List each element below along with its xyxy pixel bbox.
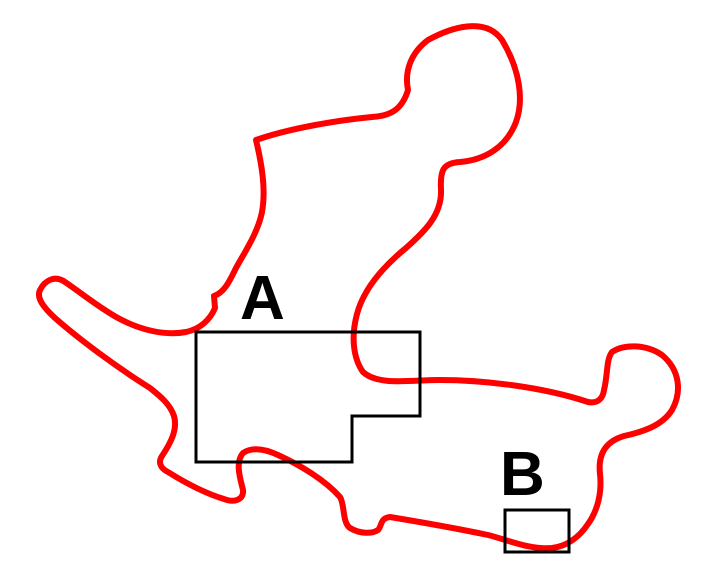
red-freeform-outline [39,26,678,548]
region-a-box [196,332,420,462]
region-b-label: B [500,440,545,509]
region-a-label: A [240,264,285,333]
